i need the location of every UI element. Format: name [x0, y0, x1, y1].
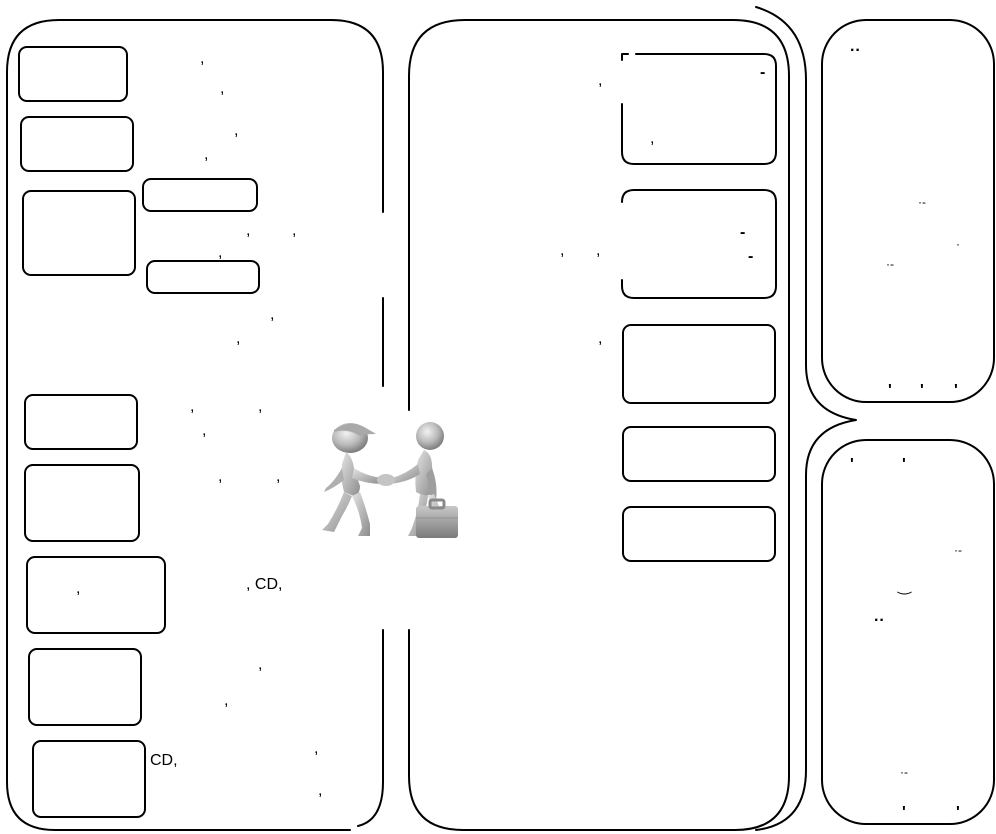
mid-mark: - [748, 248, 753, 266]
right-bottom-mark: ·- [954, 544, 962, 556]
left-box-2 [20, 116, 134, 172]
left-mark: , [258, 398, 262, 416]
left-mark: , [246, 222, 250, 240]
right-bottom-panel [822, 440, 994, 824]
right-bottom-mark: ·- [900, 766, 908, 778]
left-box-3 [22, 190, 136, 276]
right-bottom-mark: ‿ [898, 578, 911, 596]
mid-box-4 [622, 426, 776, 482]
left-panel-bottom-edge [358, 630, 383, 826]
left-mark: , [318, 782, 322, 800]
right-top-mark: ' [888, 382, 892, 400]
right-bottom-mark: ' [902, 456, 906, 474]
left-box-5 [24, 464, 140, 542]
left-mark: , [204, 146, 208, 164]
right-bottom-mark: ' [956, 804, 960, 822]
right-top-mark: · [956, 238, 960, 250]
left-mark: , [224, 692, 228, 710]
right-top-mark: ·· [850, 42, 861, 60]
right-bracket [756, 7, 856, 830]
left-mark: , [314, 740, 318, 758]
left-box-6 [26, 556, 166, 634]
right-top-mark: ' [954, 382, 958, 400]
left-mark: , [218, 468, 222, 486]
left-box-8 [32, 740, 146, 818]
mid-mark: - [760, 64, 765, 82]
mid-mark: , [560, 242, 564, 260]
mid-mark: , [596, 242, 600, 260]
mid-box-2 [622, 190, 776, 298]
left-label-cd-2: CD, [150, 752, 178, 770]
left-mark: , [202, 422, 206, 440]
mid-box-1 [622, 54, 776, 164]
mid-mark: , [598, 330, 602, 348]
left-mark: , [276, 468, 280, 486]
right-bottom-mark: ·· [874, 612, 885, 630]
handshake-icon [320, 412, 458, 542]
left-mark: , [258, 656, 262, 674]
right-top-mark: ' [920, 382, 924, 400]
left-box-7 [28, 648, 142, 726]
left-box-4 [24, 394, 138, 450]
left-mark: , [270, 306, 274, 324]
left-box-1 [18, 46, 128, 102]
left-sub-box-2 [146, 260, 260, 294]
left-mark: , [200, 50, 204, 68]
left-mark: , [218, 244, 222, 262]
mid-mark: , [650, 130, 654, 148]
right-bottom-mark: ' [850, 456, 854, 474]
right-top-mark: ·- [886, 258, 894, 270]
left-mark: , [234, 122, 238, 140]
left-mark: , [220, 80, 224, 98]
mid-mark: , [598, 72, 602, 90]
right-top-mark: ·- [918, 196, 926, 208]
left-mark: , [76, 580, 80, 598]
mid-box-3 [622, 324, 776, 404]
right-top-panel [822, 20, 994, 402]
left-mark: , [236, 330, 240, 348]
right-bottom-mark: ' [902, 804, 906, 822]
left-mark: , [292, 222, 296, 240]
mid-box-5 [622, 506, 776, 562]
left-mark: , [190, 398, 194, 416]
left-sub-box-1 [142, 178, 258, 212]
left-label-cd-1: , CD, [246, 576, 282, 594]
mid-mark: - [740, 224, 745, 242]
middle-panel-outline [409, 20, 789, 830]
